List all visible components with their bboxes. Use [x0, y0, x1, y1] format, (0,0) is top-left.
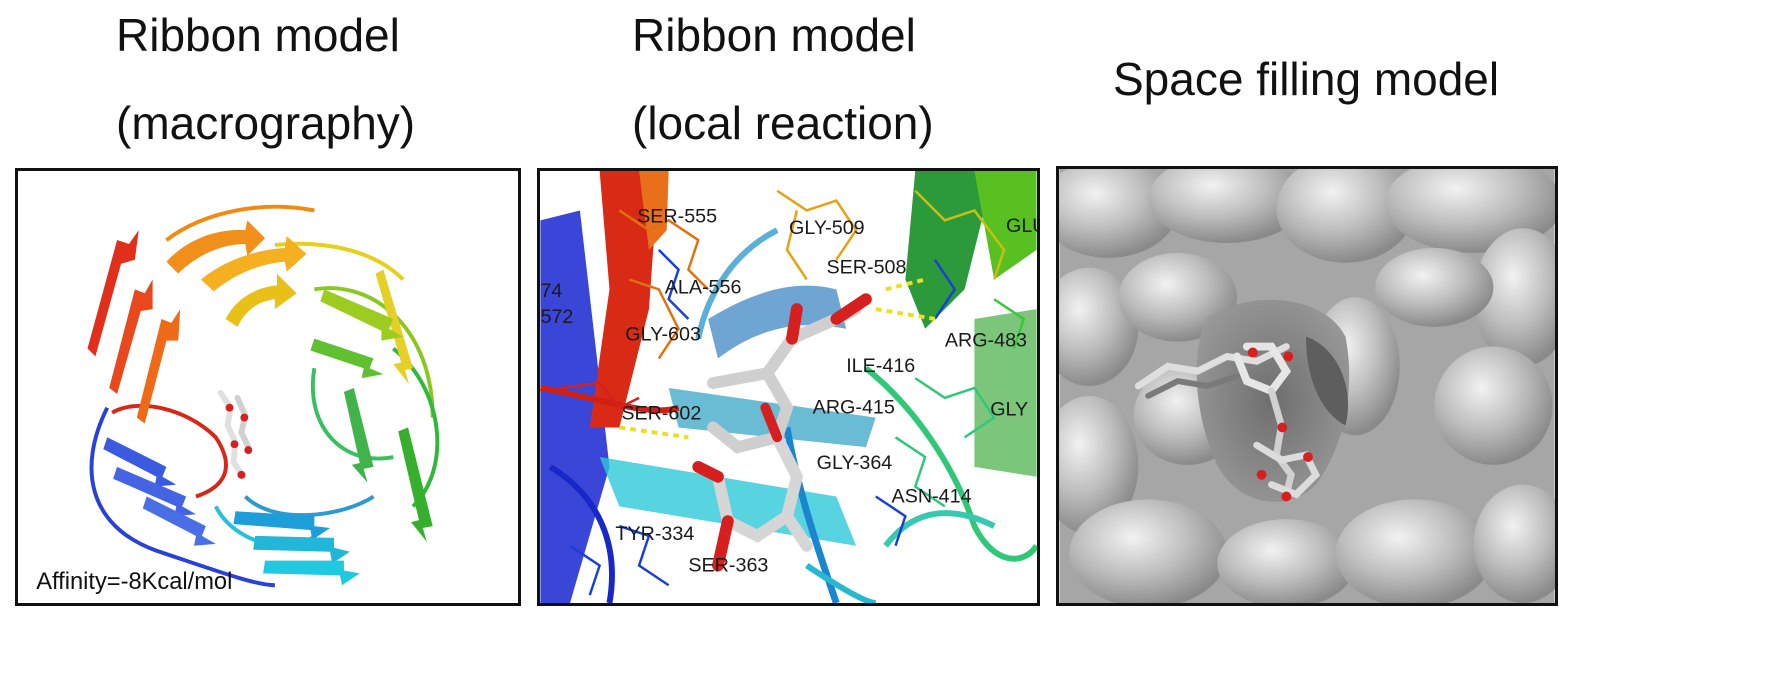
residue-label-arg415: ARG-415	[813, 397, 895, 419]
residue-label-tyr334: TYR-334	[615, 523, 694, 545]
residue-label-ser602: SER-602	[621, 403, 701, 425]
space-filling-figure	[1059, 169, 1555, 603]
residue-label-gly364: GLY-364	[817, 452, 893, 474]
residue-label-gly603: GLY-603	[625, 324, 701, 346]
residue-label-ile416: ILE-416	[846, 355, 915, 377]
residue-label-arg483: ARG-483	[945, 330, 1027, 352]
panel-space-filling	[1056, 166, 1558, 606]
residue-label-gly: GLY	[990, 399, 1028, 421]
residue-label-gly509: GLY-509	[789, 217, 865, 239]
residue-label-ser363: SER-363	[688, 554, 768, 576]
panel1-caption-line1: Ribbon model	[116, 9, 400, 61]
panel3-caption: Space filling model	[1113, 53, 1500, 105]
ribbon-macro-figure: Affinity=-8Kcal/mol	[36, 204, 440, 595]
ligand-stick-icon	[692, 293, 872, 572]
panel-ribbon-macro: Affinity=-8Kcal/mol	[15, 168, 521, 606]
residue-label-glu: GLU	[1006, 215, 1037, 237]
panel2-caption-line2: (local reaction)	[632, 97, 934, 149]
residue-label-ala556: ALA-556	[665, 276, 742, 298]
residue-label-asn414: ASN-414	[892, 485, 972, 507]
panel-ribbon-local: SER-555 GLY-509 SER-508 GLU ALA-556 74 5…	[537, 168, 1040, 606]
panel1-caption-line2: (macrography)	[116, 97, 416, 149]
ligand-stick-icon	[1134, 342, 1321, 502]
residue-label-ser508: SER-508	[826, 257, 906, 279]
residue-label-572: 572	[540, 306, 573, 328]
ligand-stick-icon	[217, 389, 253, 480]
residue-label-ser555: SER-555	[637, 205, 717, 227]
affinity-label: Affinity=-8Kcal/mol	[36, 569, 232, 595]
ribbon-local-figure: SER-555 GLY-509 SER-508 GLU ALA-556 74 5…	[540, 171, 1037, 603]
residue-label-74: 74	[540, 280, 562, 302]
panel2-caption-line1: Ribbon model	[632, 9, 916, 61]
